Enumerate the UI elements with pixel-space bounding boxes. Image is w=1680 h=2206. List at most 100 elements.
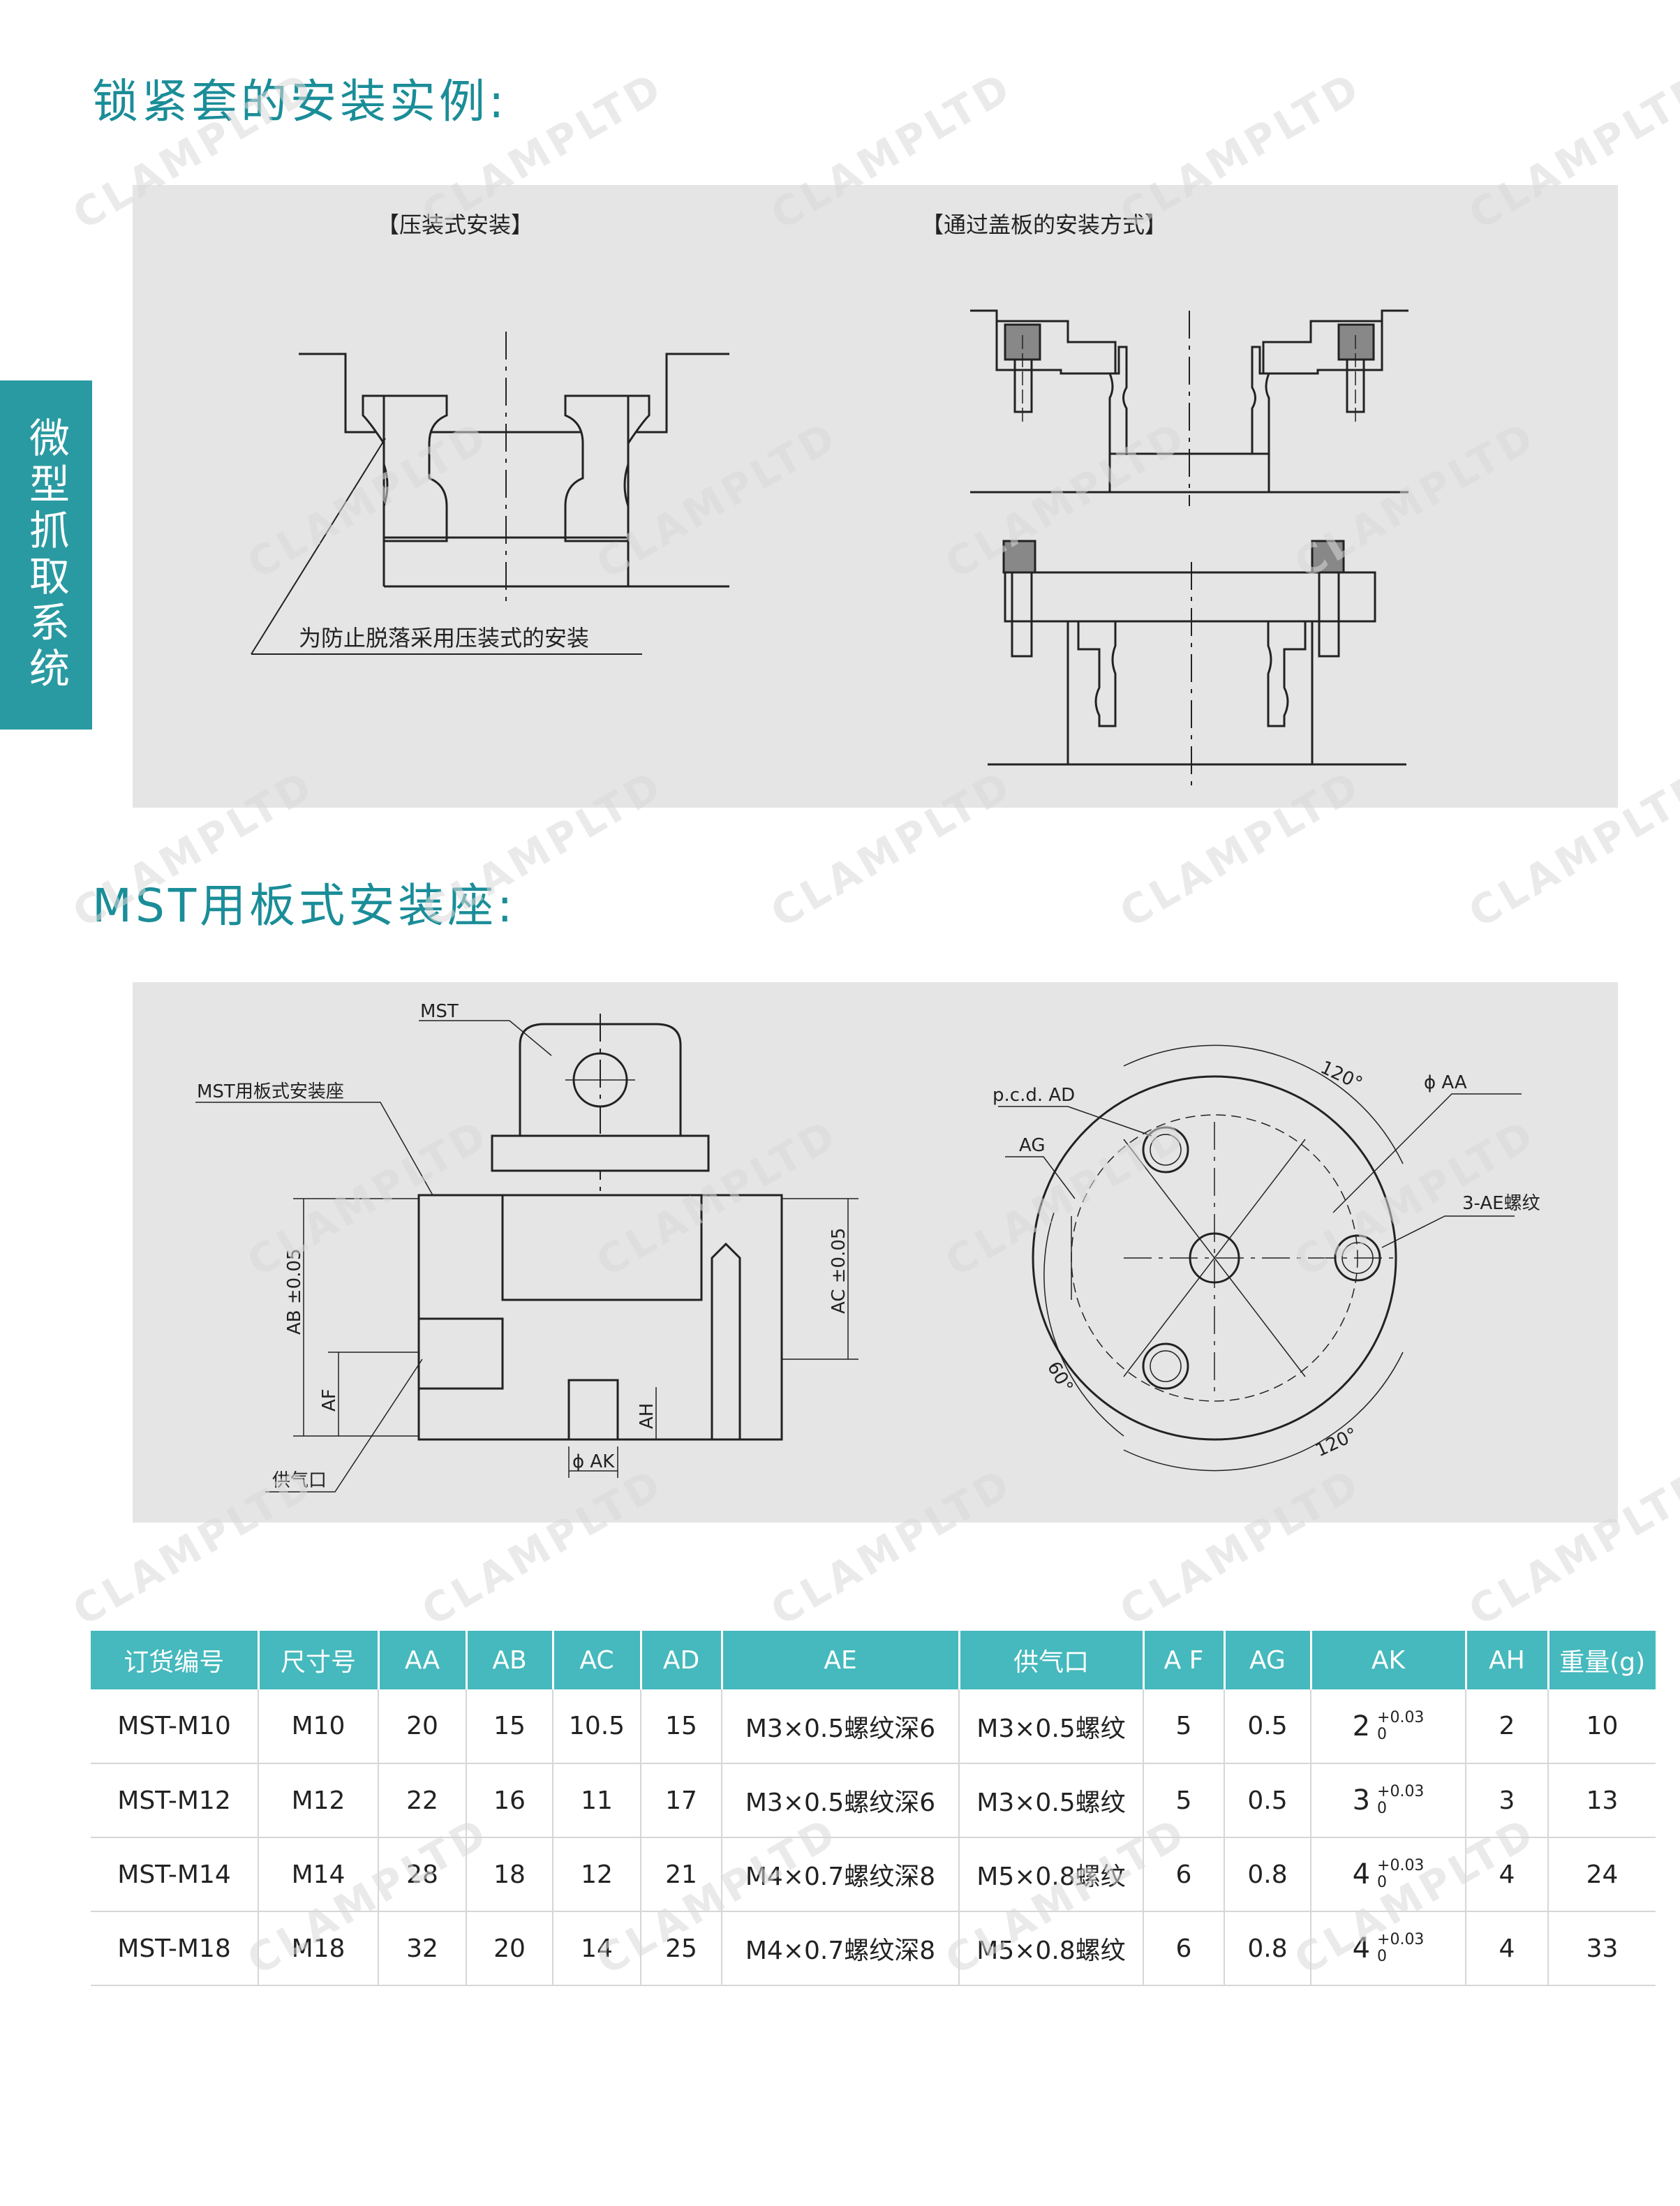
label-ag: AG <box>1019 1135 1045 1156</box>
label-mounting-plate: MST用板式安装座 <box>197 1081 344 1102</box>
cell-aa: 22 <box>378 1763 467 1838</box>
cell-code: MST-M14 <box>91 1837 259 1912</box>
mounting-seat-panel: MST MST用板式安装座 供气口 AB ±0.05 AF AH ϕ AK AC… <box>133 982 1618 1523</box>
ak-tol-lower: 0 <box>1377 1725 1388 1743</box>
table-row: MST-M14 M14 28 18 12 21 M4×0.7螺纹深8 M5×0.… <box>91 1837 1656 1912</box>
cell-ab: 20 <box>466 1911 553 1986</box>
cell-ah: 2 <box>1466 1689 1549 1764</box>
ak-tol-upper: +0.03 <box>1377 1708 1425 1726</box>
header-af: A F <box>1143 1631 1226 1689</box>
cell-af: 6 <box>1143 1837 1225 1912</box>
section-title-lock-sleeve: 锁紧套的安装实例: <box>92 75 508 128</box>
cell-weight: 33 <box>1548 1911 1656 1986</box>
header-aa: AA <box>378 1631 468 1689</box>
side-tab-label: 微型抓取系统 <box>22 417 70 693</box>
cell-ad: 21 <box>641 1837 722 1912</box>
label-air-port: 供气口 <box>272 1470 327 1491</box>
label-pcd: p.c.d. AD <box>993 1085 1075 1106</box>
cell-code: MST-M12 <box>91 1763 259 1838</box>
table-row: MST-M12 M12 22 16 11 17 M3×0.5螺纹深6 M3×0.… <box>91 1763 1656 1838</box>
cell-af: 5 <box>1143 1763 1225 1838</box>
cover-plate-drawing-lower <box>988 540 1406 785</box>
cell-weight: 24 <box>1548 1837 1656 1912</box>
label-ac: AC ±0.05 <box>828 1228 849 1314</box>
cell-ag: 0.5 <box>1224 1763 1311 1838</box>
cell-ag: 0.8 <box>1224 1911 1311 1986</box>
ak-tol-upper: +0.03 <box>1377 1857 1425 1874</box>
cell-code: MST-M10 <box>91 1689 259 1764</box>
header-ac: AC <box>553 1631 642 1689</box>
label-aa: ϕ AA <box>1424 1072 1467 1093</box>
cell-ab: 16 <box>466 1763 553 1838</box>
cell-af: 5 <box>1143 1689 1225 1764</box>
press-fit-drawing <box>251 332 729 655</box>
cell-ab: 18 <box>466 1837 553 1912</box>
cell-ah: 4 <box>1466 1911 1549 1986</box>
cell-ae: M4×0.7螺纹深8 <box>722 1911 960 1986</box>
header-ae: AE <box>722 1631 960 1689</box>
header-ad: AD <box>641 1631 723 1689</box>
ak-value: 4 <box>1352 1932 1371 1964</box>
header-weight: 重量(g) <box>1548 1631 1656 1689</box>
cell-ae: M3×0.5螺纹深6 <box>722 1763 960 1838</box>
header-air-port: 供气口 <box>959 1631 1145 1689</box>
cell-size: M10 <box>258 1689 379 1764</box>
spec-table: 订货编号 尺寸号 AA AB AC AD AE 供气口 A F AG AK AH… <box>91 1631 1656 1986</box>
cell-ac: 14 <box>553 1911 641 1986</box>
cell-air-port: M5×0.8螺纹 <box>959 1837 1144 1912</box>
ak-tol-lower: 0 <box>1377 1948 1388 1965</box>
ak-tol-upper: +0.03 <box>1377 1931 1425 1948</box>
top-view-drawing <box>998 1044 1522 1472</box>
cover-plate-drawing-upper <box>970 309 1408 506</box>
cell-ae: M4×0.7螺纹深8 <box>722 1837 960 1912</box>
label-ab: AB ±0.05 <box>284 1248 305 1335</box>
cell-weight: 10 <box>1548 1689 1656 1764</box>
label-ak: ϕ AK <box>572 1451 615 1472</box>
ak-value: 3 <box>1352 1784 1371 1816</box>
cell-aa: 32 <box>378 1911 467 1986</box>
cell-ag: 0.5 <box>1224 1689 1311 1764</box>
ak-value: 4 <box>1352 1858 1371 1890</box>
ak-tol-lower: 0 <box>1377 1800 1388 1817</box>
cell-ac: 12 <box>553 1837 641 1912</box>
label-af: AF <box>319 1389 340 1412</box>
header-ak: AK <box>1311 1631 1467 1689</box>
cell-ag: 0.8 <box>1224 1837 1311 1912</box>
cover-plate-caption: 【通过盖板的安装方式】 <box>921 212 1167 238</box>
header-size: 尺寸号 <box>258 1631 380 1689</box>
cell-air-port: M3×0.5螺纹 <box>959 1689 1144 1764</box>
installation-drawing: 【压装式安装】 【通过盖板的安装方式】 为防止脱落采用压装式的安装 <box>251 212 1408 785</box>
press-fit-caption: 【压装式安装】 <box>377 212 533 238</box>
ak-tol-upper: +0.03 <box>1377 1783 1425 1800</box>
installation-example-panel: 【压装式安装】 【通过盖板的安装方式】 为防止脱落采用压装式的安装 <box>133 185 1618 808</box>
ak-value: 2 <box>1352 1710 1371 1742</box>
cell-air-port: M5×0.8螺纹 <box>959 1911 1144 1986</box>
cell-size: M18 <box>258 1911 379 1986</box>
cell-code: MST-M18 <box>91 1911 259 1986</box>
header-ab: AB <box>466 1631 554 1689</box>
label-mst: MST <box>420 1001 459 1022</box>
table-row: MST-M10 M10 20 15 10.5 15 M3×0.5螺纹深6 M3×… <box>91 1689 1656 1764</box>
header-ag: AG <box>1224 1631 1312 1689</box>
header-code: 订货编号 <box>91 1631 260 1689</box>
cell-ad: 25 <box>641 1911 722 1986</box>
angle-bottom: 120° <box>1312 1424 1360 1462</box>
side-category-tab: 微型抓取系统 <box>0 380 92 730</box>
label-ah: AH <box>637 1403 657 1429</box>
side-view-drawing <box>195 1014 858 1493</box>
cell-size: M14 <box>258 1837 379 1912</box>
cell-air-port: M3×0.5螺纹 <box>959 1763 1144 1838</box>
cell-aa: 28 <box>378 1837 467 1912</box>
cell-ab: 15 <box>466 1689 553 1764</box>
cell-aa: 20 <box>378 1689 467 1764</box>
cell-ac: 11 <box>553 1763 641 1838</box>
cell-weight: 13 <box>1548 1763 1656 1838</box>
cell-ah: 3 <box>1466 1763 1549 1838</box>
mounting-seat-drawing: MST MST用板式安装座 供气口 AB ±0.05 AF AH ϕ AK AC… <box>195 1001 1540 1493</box>
press-fit-note: 为防止脱落采用压装式的安装 <box>299 625 589 651</box>
cell-ae: M3×0.5螺纹深6 <box>722 1689 960 1764</box>
